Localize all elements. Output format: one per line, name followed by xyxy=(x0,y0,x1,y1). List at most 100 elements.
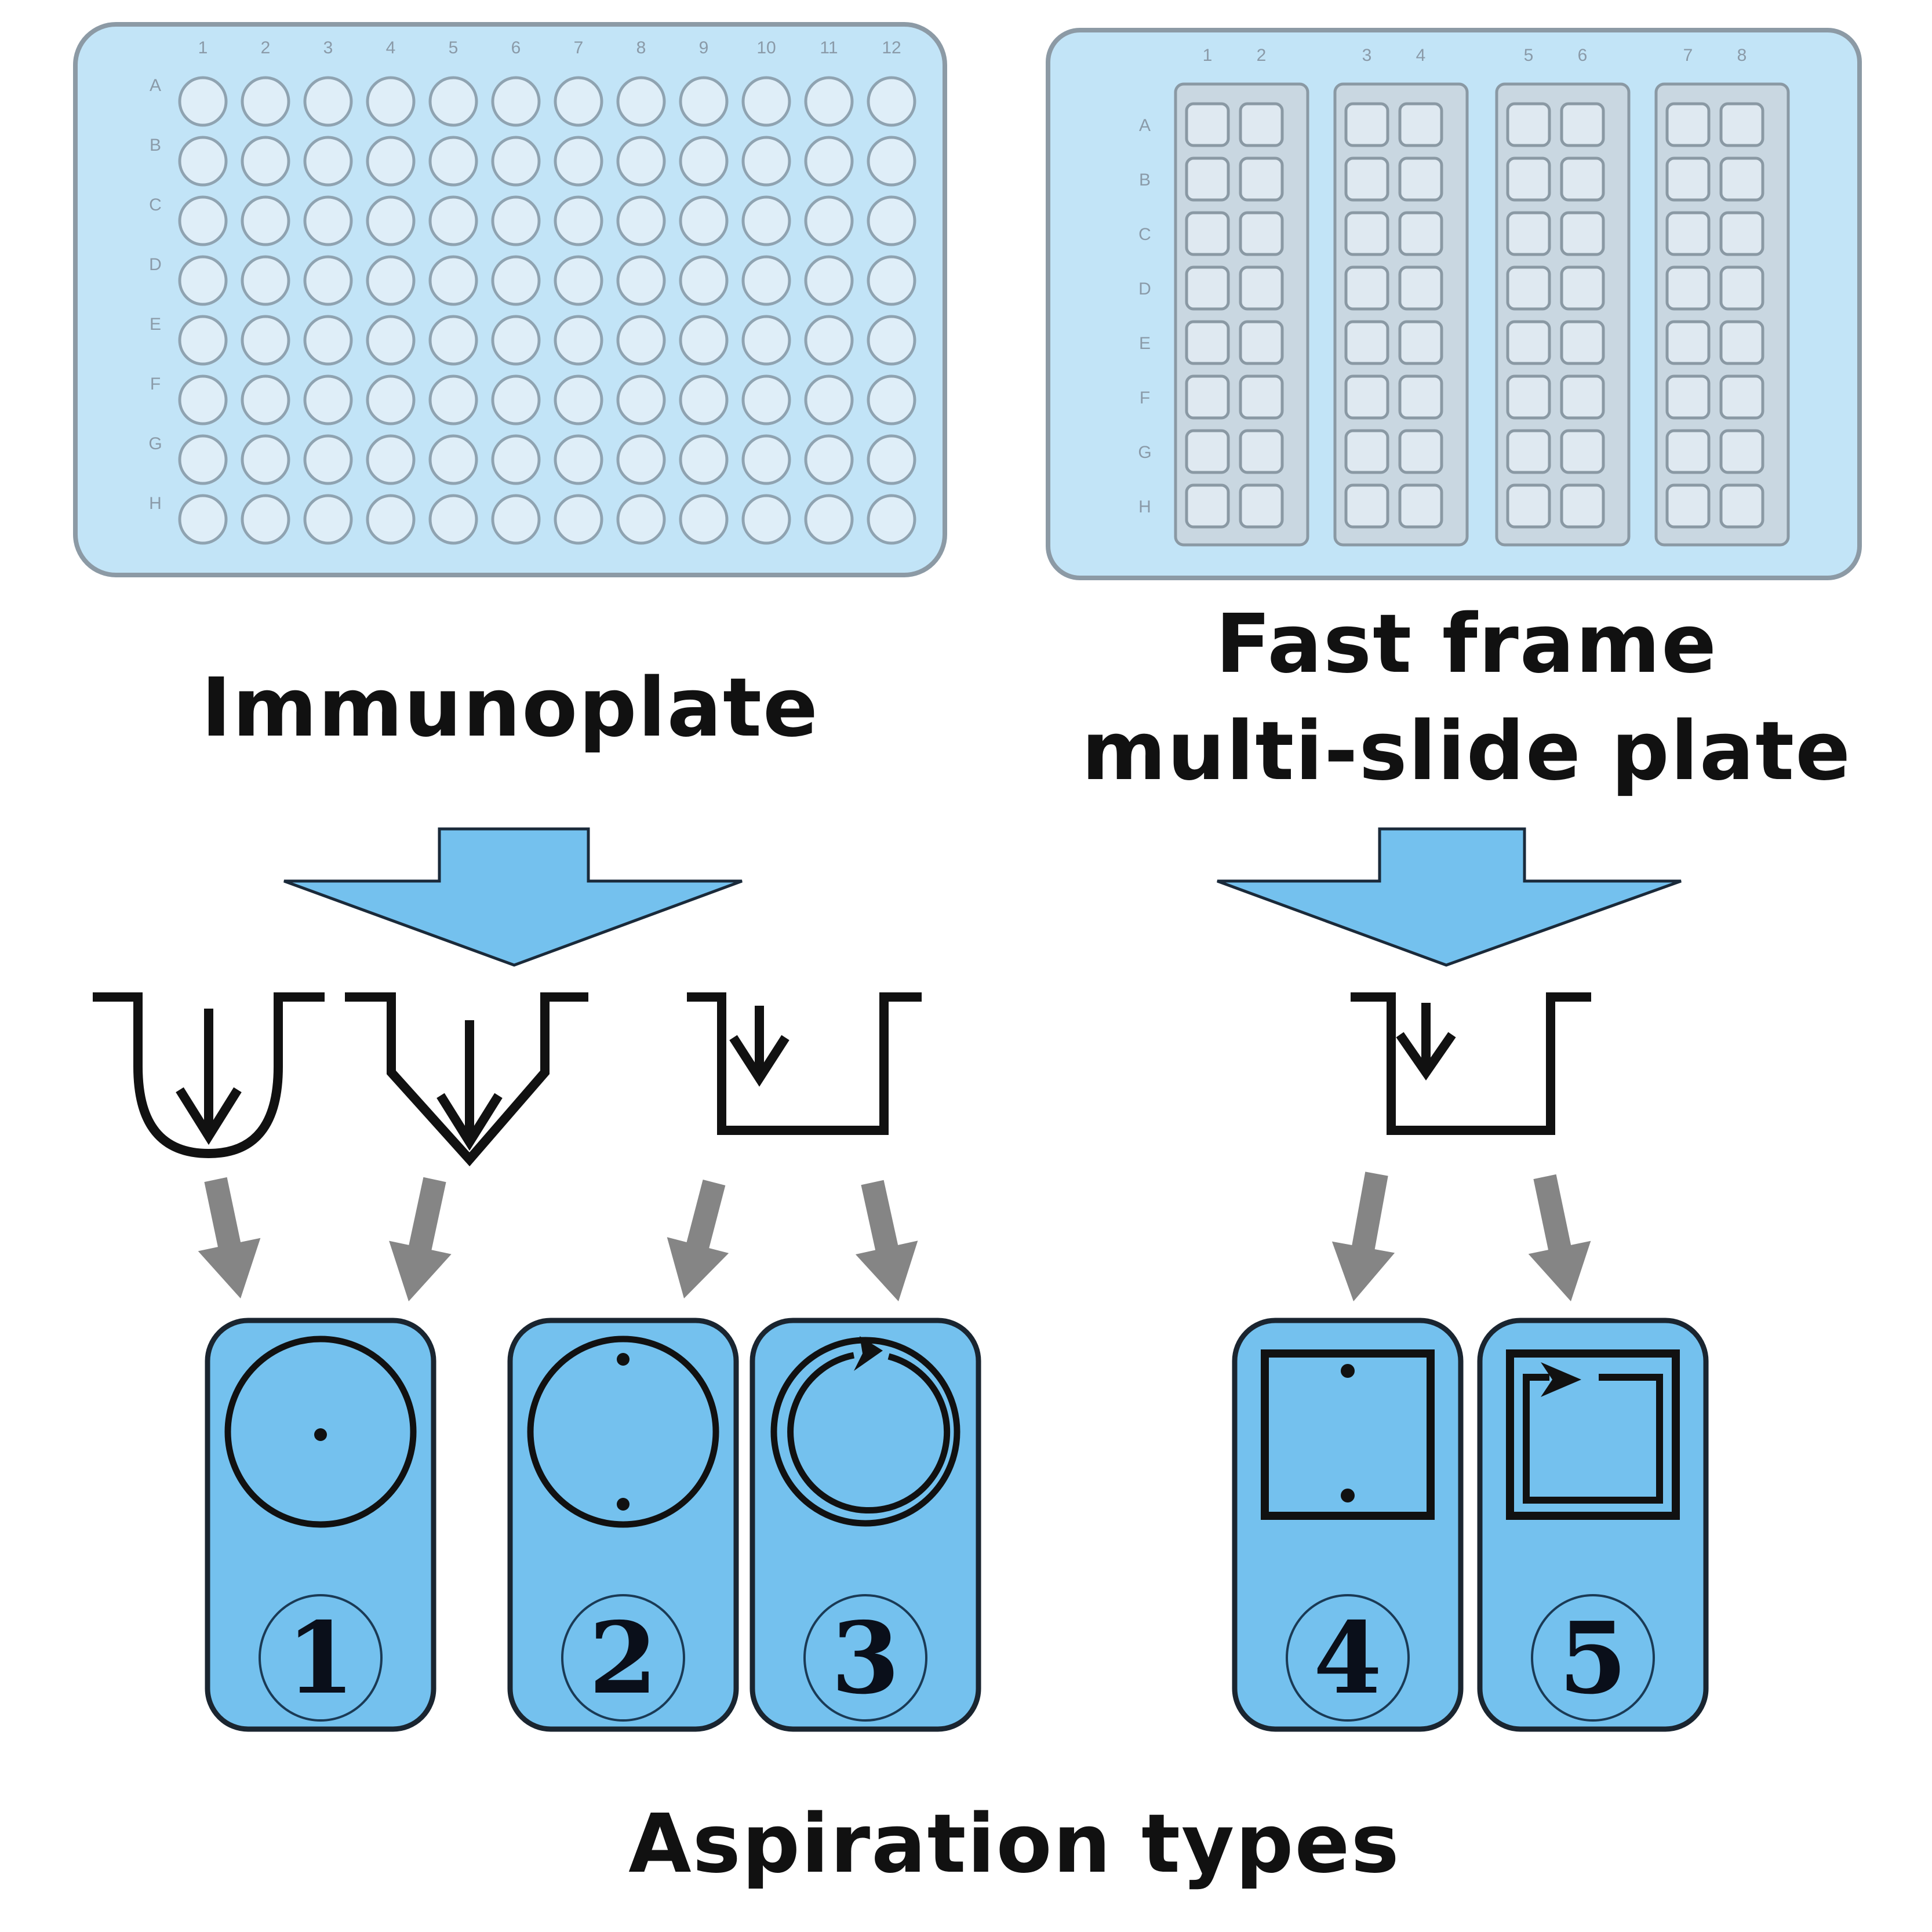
well xyxy=(1719,320,1764,365)
column-label: 3 xyxy=(323,38,333,57)
well xyxy=(178,434,228,485)
well-square-icon xyxy=(1261,1349,1435,1520)
well xyxy=(1185,320,1230,365)
well xyxy=(741,374,791,425)
column-label: 4 xyxy=(386,38,396,57)
well xyxy=(1344,211,1389,256)
well xyxy=(241,434,290,485)
column-label: 8 xyxy=(1737,46,1747,65)
row-label: B xyxy=(150,136,161,155)
sweep-arrowhead-icon xyxy=(854,1336,883,1371)
well xyxy=(804,374,854,425)
well xyxy=(1398,429,1443,474)
well xyxy=(366,434,416,485)
well xyxy=(1560,374,1605,420)
slide xyxy=(1174,82,1309,547)
well xyxy=(1560,157,1605,202)
well xyxy=(1665,265,1711,311)
number-ring-icon xyxy=(803,1594,927,1722)
well xyxy=(1344,374,1389,420)
well xyxy=(1398,102,1443,147)
well xyxy=(428,195,478,246)
well xyxy=(428,315,478,366)
gray-arrow-icon xyxy=(389,1177,452,1301)
row-label: D xyxy=(1138,279,1151,299)
aspiration-point-icon xyxy=(617,1353,630,1366)
well xyxy=(241,255,290,306)
well xyxy=(1398,265,1443,311)
aspiration-type-card: 4 xyxy=(1232,1318,1464,1732)
aspiration-point-icon xyxy=(617,1498,630,1511)
well xyxy=(1344,102,1389,147)
well xyxy=(366,136,416,187)
well xyxy=(491,315,541,366)
well xyxy=(428,255,478,306)
well xyxy=(616,195,666,246)
well xyxy=(178,195,228,246)
well xyxy=(1665,374,1711,420)
well xyxy=(804,195,854,246)
well xyxy=(679,315,729,366)
big-arrow-right xyxy=(1217,827,1682,967)
well xyxy=(804,494,854,545)
well xyxy=(491,494,541,545)
well xyxy=(491,195,541,246)
well xyxy=(428,76,478,127)
well xyxy=(1719,265,1764,311)
well xyxy=(1719,157,1764,202)
well xyxy=(366,76,416,127)
well xyxy=(1239,429,1284,474)
well xyxy=(1239,374,1284,420)
well xyxy=(241,374,290,425)
well xyxy=(867,494,916,545)
well xyxy=(1665,483,1711,529)
gray-arrow-icon xyxy=(1528,1174,1591,1302)
well xyxy=(1185,211,1230,256)
card-body xyxy=(1477,1318,1709,1732)
well xyxy=(428,136,478,187)
row-label: F xyxy=(150,374,161,394)
well xyxy=(303,195,353,246)
gray-arrow-icon xyxy=(1331,1171,1395,1302)
flat-bottom-well-icon xyxy=(687,992,922,1135)
column-label: 2 xyxy=(261,38,271,57)
well xyxy=(1560,102,1605,147)
row-label: H xyxy=(149,494,162,513)
row-label: C xyxy=(149,195,162,214)
well xyxy=(428,494,478,545)
well-circle-icon xyxy=(224,1336,417,1528)
aspiration-types-title: Aspiration types xyxy=(628,1797,1400,1891)
well xyxy=(616,136,666,187)
gray-arrow-icon xyxy=(667,1179,729,1298)
well xyxy=(1344,157,1389,202)
gray-arrow-icon xyxy=(198,1177,261,1298)
well xyxy=(1506,102,1551,147)
well xyxy=(1506,320,1551,365)
well xyxy=(1239,483,1284,529)
column-label: 5 xyxy=(449,38,459,57)
well xyxy=(491,255,541,306)
well xyxy=(867,434,916,485)
well xyxy=(366,255,416,306)
well xyxy=(303,315,353,366)
column-label: 3 xyxy=(1362,46,1372,65)
well-square-icon xyxy=(1506,1349,1680,1520)
big-arrow-left xyxy=(283,827,743,967)
well xyxy=(1506,211,1551,256)
well xyxy=(1560,265,1605,311)
well xyxy=(1185,157,1230,202)
aspiration-point-icon xyxy=(1341,1364,1355,1378)
row-label: B xyxy=(1139,170,1151,190)
sweep-path-icon xyxy=(1523,1374,1663,1504)
well xyxy=(1560,211,1605,256)
aspiration-type-card: 3 xyxy=(749,1318,981,1732)
well xyxy=(554,136,603,187)
well xyxy=(1239,102,1284,147)
aspiration-type-card: 2 xyxy=(507,1318,739,1732)
well xyxy=(741,195,791,246)
aspiration-type-number: 3 xyxy=(831,1600,900,1716)
well xyxy=(1344,429,1389,474)
